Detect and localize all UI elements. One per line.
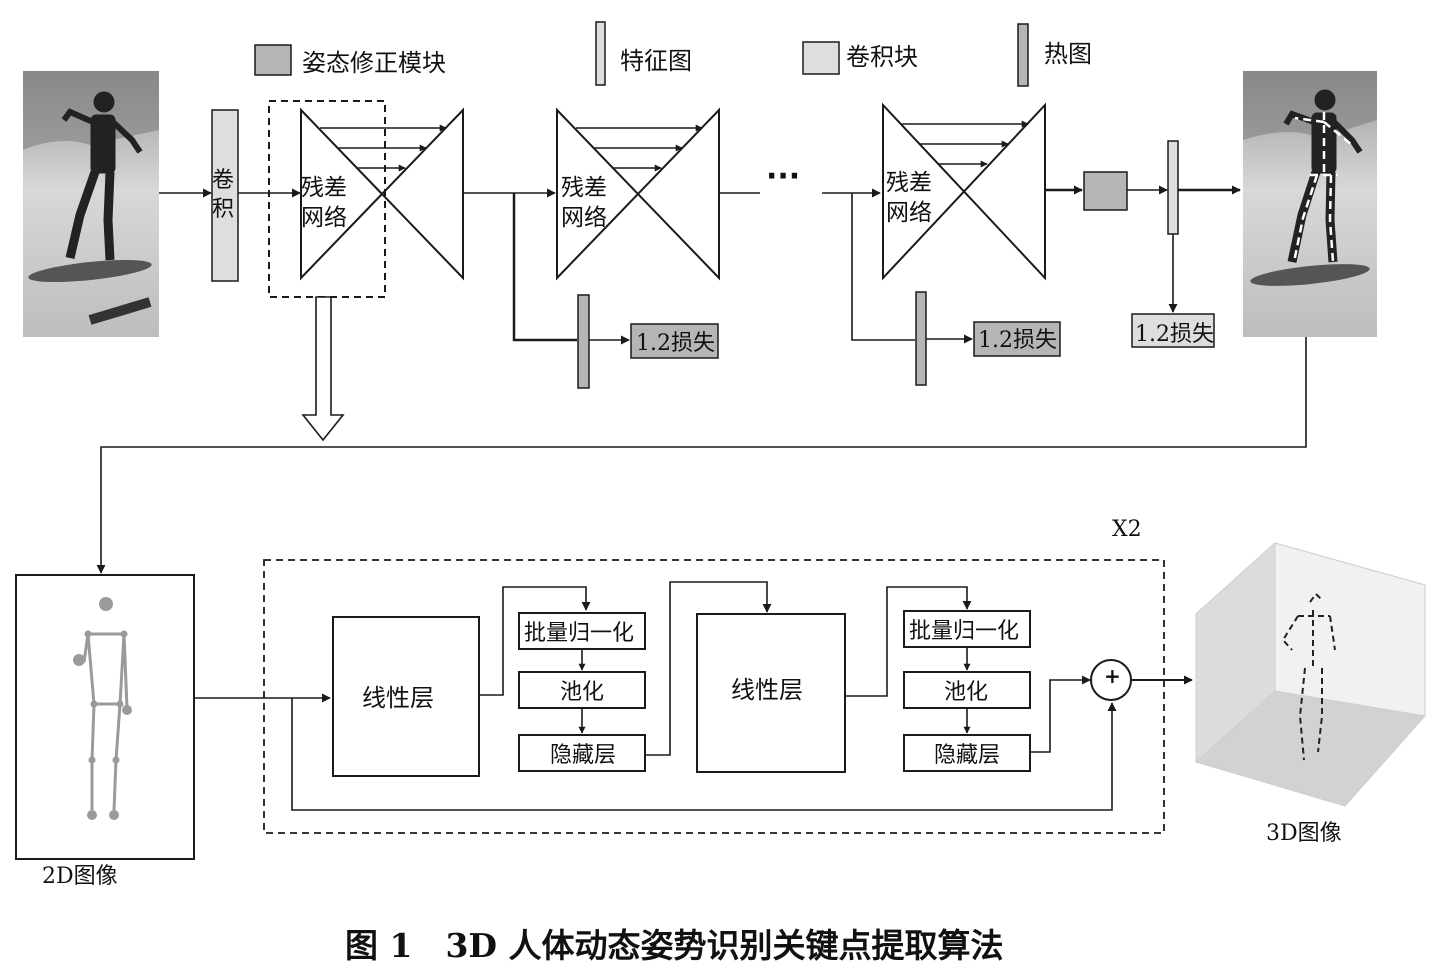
final-pose-module-block <box>1083 171 1128 211</box>
pooling-1-label: 池化 <box>560 680 604 705</box>
image-2d <box>15 574 195 860</box>
loss-branch-2: 1.2损失 <box>851 193 1061 386</box>
hourglass-1-label-line1: 残差 <box>301 175 347 201</box>
legend-feature-map-label: 特征图 <box>620 47 692 75</box>
loss-branch-2-heatmap <box>915 291 927 386</box>
loss-branch-1-label: 1.2损失 <box>636 331 715 356</box>
legend: 姿态修正模块 特征图 卷积块 热图 <box>254 21 1092 87</box>
hourglass-block-2: 残差 网络 <box>556 107 720 281</box>
hourglass-n-label-line1: 残差 <box>886 170 932 196</box>
label-3d-image: 3D图像 <box>1266 821 1342 846</box>
legend-conv-block-label: 卷积块 <box>846 43 918 71</box>
loss-branch-1-heatmap <box>577 294 590 389</box>
linear-layer-2 <box>696 613 846 773</box>
pooling-2-label: 池化 <box>944 680 988 705</box>
hidden-layer-2-label: 隐藏层 <box>934 743 1000 768</box>
image-3d <box>1195 541 1426 807</box>
ellipsis: ··· <box>766 159 800 194</box>
output-photo <box>1243 71 1377 337</box>
hourglass-1-label-line2: 网络 <box>301 205 347 231</box>
linear-layer-2-label: 线性层 <box>731 676 803 704</box>
label-2d-image: 2D图像 <box>42 864 118 889</box>
legend-conv-block-swatch <box>802 41 840 75</box>
skeleton-2d <box>73 597 132 820</box>
batchnorm-2-label: 批量归一化 <box>909 619 1019 644</box>
hourglass-2-label-line1: 残差 <box>561 175 607 201</box>
skeleton-3d <box>1281 592 1336 761</box>
final-loss-label: 1.2损失 <box>1135 322 1214 347</box>
conv-label-1: 卷 <box>212 168 234 193</box>
legend-pose-module-label: 姿态修正模块 <box>302 49 446 77</box>
figure-caption: 图 1 3D 人体动态姿势识别关键点提取算法 <box>345 926 1004 965</box>
hidden-layer-1 <box>518 734 646 772</box>
sum-node-label: + <box>1104 664 1121 688</box>
batchnorm-1 <box>518 612 646 650</box>
legend-heatmap-swatch <box>1017 23 1029 87</box>
hourglass-n-label-line2: 网络 <box>886 200 932 226</box>
repeat-block-box <box>263 559 1165 834</box>
legend-pose-module-swatch <box>254 44 292 76</box>
final-feature-map <box>1167 140 1179 235</box>
hidden-layer-1-label: 隐藏层 <box>550 743 616 768</box>
hidden-layer-2 <box>903 734 1031 772</box>
conv-label-2: 积 <box>212 197 234 222</box>
loss-branch-2-box <box>973 321 1061 357</box>
hollow-down-arrow <box>301 296 345 442</box>
conv-feature-bar <box>211 109 239 282</box>
pooling-2 <box>903 671 1031 709</box>
snowboarder-figure <box>61 91 143 261</box>
batchnorm-2 <box>903 610 1031 648</box>
repeat-label: X2 <box>1112 517 1142 542</box>
loss-branch-1-box <box>630 323 719 359</box>
loss-branch-1: 1.2损失 <box>512 193 719 389</box>
hourglass-block-n: 残差 网络 <box>882 102 1046 281</box>
loss-branch-2-label: 1.2损失 <box>978 328 1057 353</box>
linear-layer-1 <box>332 616 480 777</box>
overlay-skeleton <box>1292 112 1353 263</box>
legend-heatmap-label: 热图 <box>1044 40 1092 68</box>
hourglass-2-label-line2: 网络 <box>561 205 607 231</box>
pooling-1 <box>518 671 646 709</box>
legend-feature-map-swatch <box>595 21 606 86</box>
batchnorm-1-label: 批量归一化 <box>524 621 634 646</box>
linear-layer-1-label: 线性层 <box>362 684 434 712</box>
input-photo <box>23 71 159 337</box>
snowboard <box>28 259 152 283</box>
hourglass-block-1: 残差 网络 <box>300 107 464 281</box>
final-loss-box <box>1131 313 1215 348</box>
